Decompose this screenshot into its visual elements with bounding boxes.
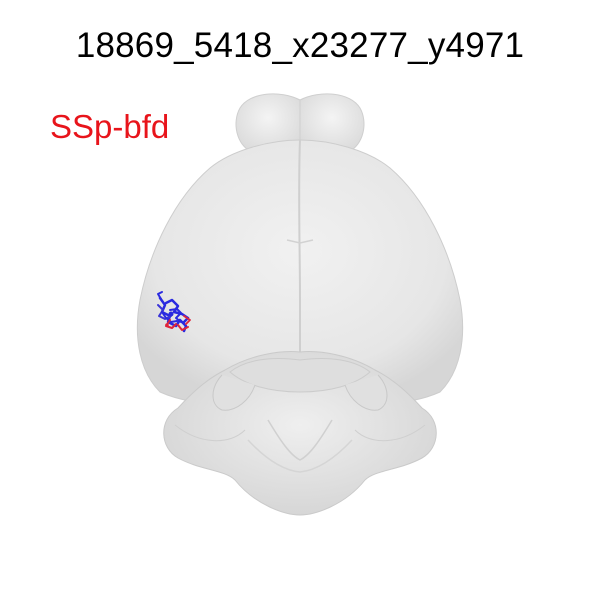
neuron-trace-icon	[157, 291, 191, 333]
image-title: 18869_5418_x23277_y4971	[75, 26, 525, 65]
midline-fissure	[298, 139, 302, 360]
region-label: SSp-bfd	[50, 108, 170, 145]
